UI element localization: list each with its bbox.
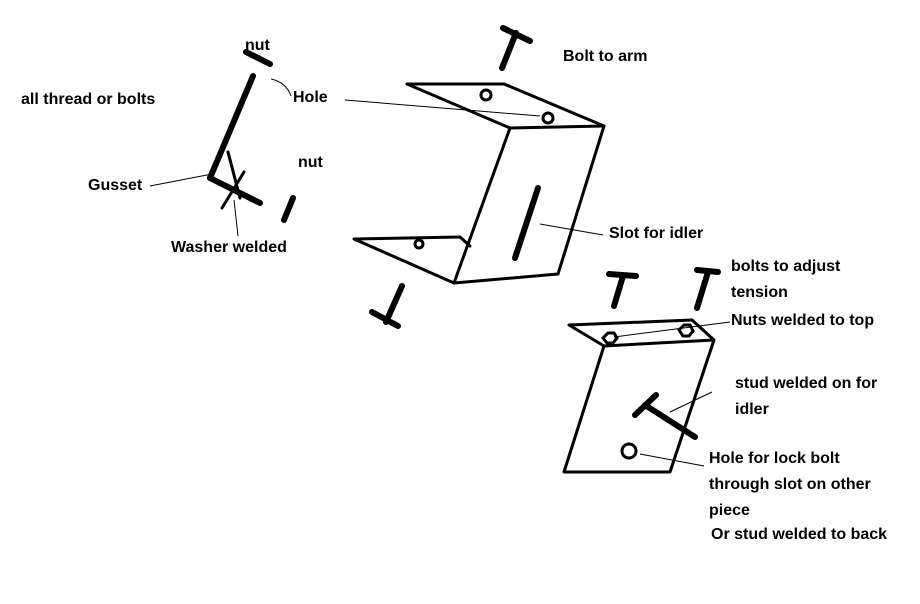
lock-bolt-hole bbox=[620, 442, 638, 460]
top-hole-2 bbox=[541, 111, 555, 125]
leader-nut-top bbox=[270, 78, 292, 97]
label-bolt-to-arm: Bolt to arm bbox=[563, 48, 648, 65]
bottom-bolt-shaft bbox=[383, 283, 405, 325]
label-bolts-adjust-line1: bolts to adjust bbox=[731, 258, 841, 275]
bolt-to-arm-shaft bbox=[499, 30, 519, 71]
label-all-thread: all thread or bolts bbox=[21, 91, 156, 108]
leader-slot bbox=[539, 223, 604, 236]
label-gusset: Gusset bbox=[88, 177, 143, 194]
bracket-bottom-flange bbox=[352, 235, 472, 285]
idler-stud-base bbox=[642, 402, 698, 440]
label-lock-bolt-line3: piece bbox=[709, 502, 750, 519]
leader-washer bbox=[233, 199, 239, 237]
label-washer-welded: Washer welded bbox=[171, 239, 287, 256]
washer-mark-b bbox=[220, 170, 246, 210]
adjust-bolt-1-shaft bbox=[611, 273, 626, 309]
nut-mid-mark bbox=[281, 195, 296, 223]
label-slot-for-idler: Slot for idler bbox=[609, 225, 704, 242]
label-lock-bolt-line1: Hole for lock bolt bbox=[709, 450, 840, 467]
tension-body bbox=[562, 338, 716, 474]
label-nut-mid: nut bbox=[298, 154, 323, 171]
tension-bracket bbox=[562, 267, 731, 474]
label-stud-idler-line1: stud welded on for bbox=[735, 375, 878, 392]
top-hole-1 bbox=[479, 88, 493, 102]
bracket-top-flange bbox=[405, 82, 606, 130]
welded-nut-1 bbox=[600, 331, 619, 345]
label-nut-top: nut bbox=[245, 37, 270, 54]
label-lock-bolt-line2: through slot on other bbox=[709, 476, 871, 493]
bracket-body bbox=[452, 124, 606, 285]
leader-hole bbox=[344, 99, 541, 117]
all-thread-assembly bbox=[149, 49, 296, 237]
leader-gusset bbox=[149, 173, 213, 187]
bottom-bolt-head bbox=[369, 309, 401, 329]
label-stud-idler-line2: idler bbox=[735, 401, 769, 418]
adjust-bolt-2-shaft bbox=[694, 269, 711, 311]
label-hole: Hole bbox=[293, 89, 328, 106]
leader-lock-hole bbox=[639, 453, 705, 467]
label-stud-back: Or stud welded to back bbox=[711, 526, 888, 543]
idler-slot bbox=[512, 185, 541, 261]
label-bolts-adjust-line2: tension bbox=[731, 284, 788, 301]
label-nuts-welded: Nuts welded to top bbox=[731, 312, 875, 329]
leader-nuts bbox=[613, 321, 731, 338]
slotted-bracket bbox=[344, 25, 606, 329]
bottom-hole bbox=[413, 238, 425, 250]
leader-stud bbox=[669, 391, 713, 413]
nut-top-mark bbox=[243, 49, 273, 67]
bolt-to-arm-head bbox=[500, 25, 533, 44]
all-thread-rod bbox=[207, 73, 256, 181]
washer-mark-a bbox=[226, 150, 242, 200]
gusset-base bbox=[207, 175, 263, 206]
